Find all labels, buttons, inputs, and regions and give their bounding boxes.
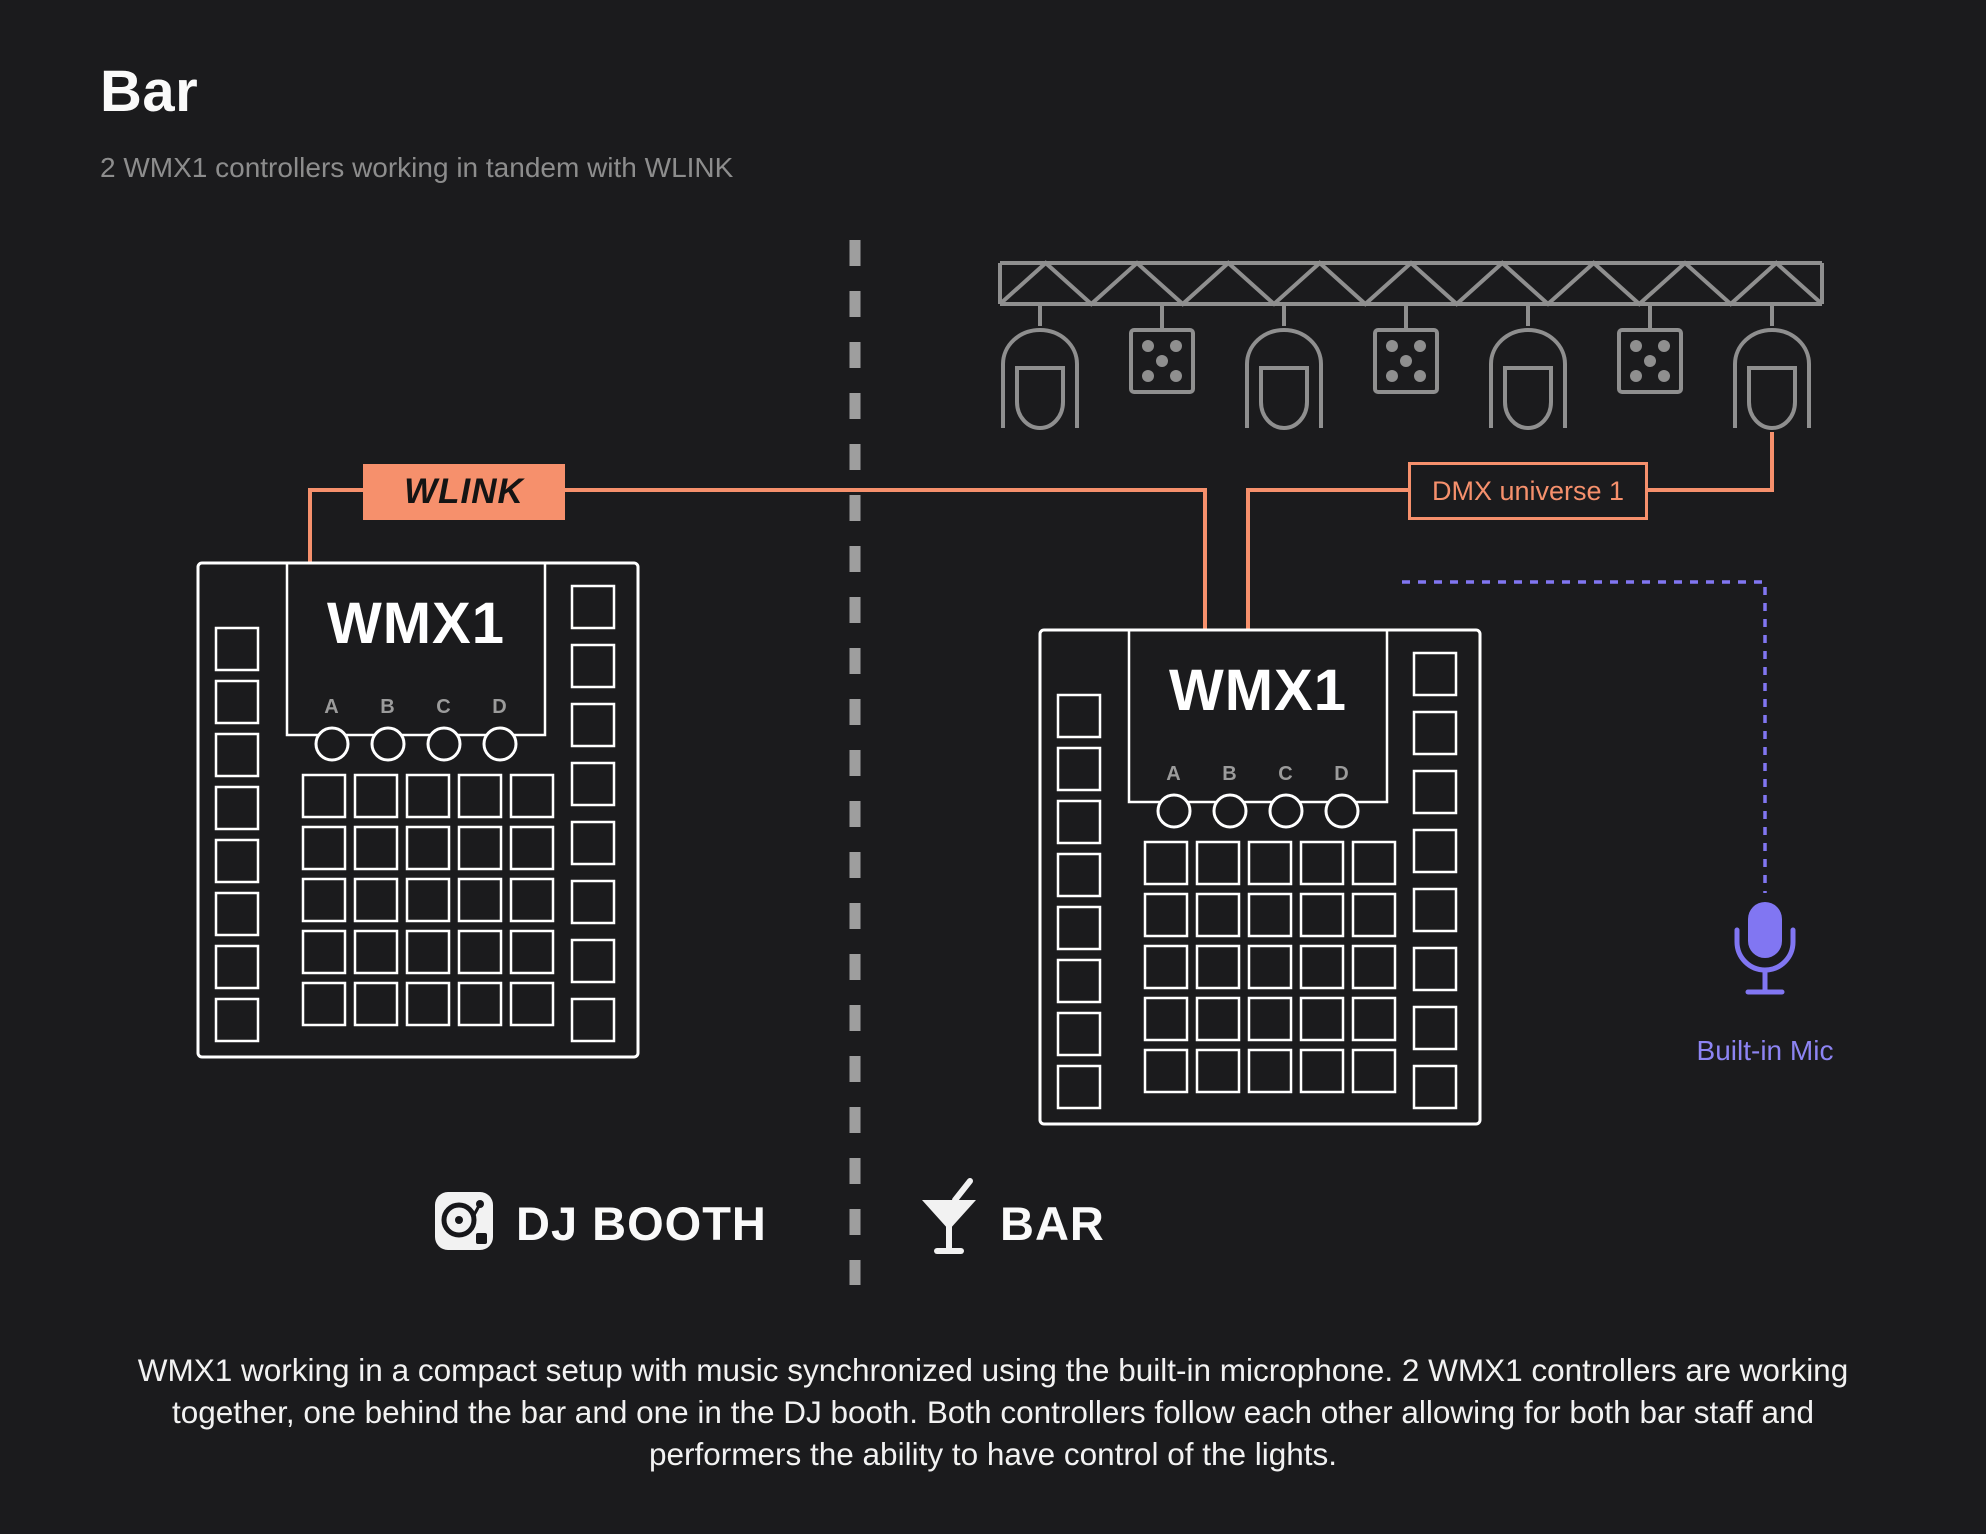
dj-booth-label: DJ BOOTH [516,1197,767,1250]
moving-head-light-icon [1733,302,1811,430]
wlink-label: WLINK [363,464,565,520]
moving-head-light-icon [1001,302,1079,430]
bar-label: BAR [1000,1197,1105,1250]
built-in-mic-label: Built-in Mic [1697,1035,1834,1066]
led-par-light-icon [1129,302,1195,394]
wmx1-controller-bar [1040,630,1480,1124]
moving-head-light-icon [1489,302,1567,430]
microphone-icon [1734,902,1796,995]
cocktail-icon [922,1178,976,1254]
description-text: WMX1 working in a compact setup with mus… [137,1352,1849,1472]
lighting-truss [998,260,1824,307]
wlink-connection-line [308,488,1207,630]
led-par-light-icon [1373,302,1439,394]
led-par-light-icon [1617,302,1683,394]
page-subtitle: 2 WMX1 controllers working in tandem wit… [100,152,734,183]
wmx1-controller-dj-booth [198,563,638,1057]
dmx-universe-label: DMX universe 1 [1408,462,1648,520]
moving-head-light-icon [1245,302,1323,430]
page-title: Bar [100,59,199,124]
turntable-icon [435,1192,493,1250]
